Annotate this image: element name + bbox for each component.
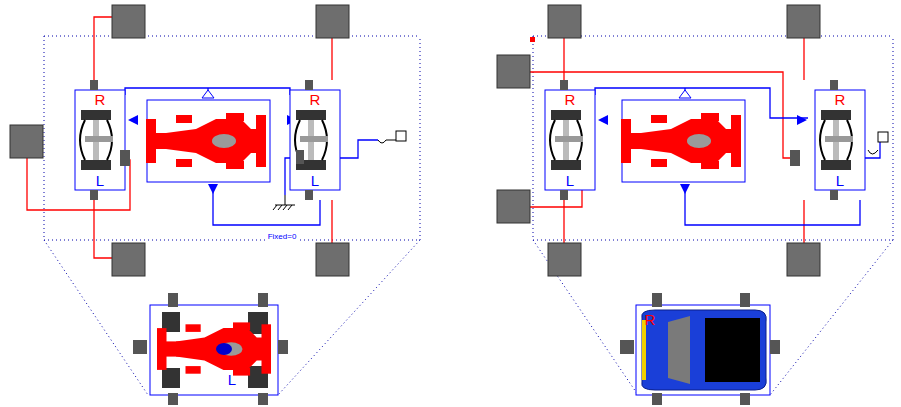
side-label: L [96,173,104,189]
side-label: R [835,92,846,108]
side-label: L [836,173,844,189]
axle-box: RL [545,90,595,190]
vehicle-icon: L [150,305,278,395]
side-label: R [565,92,576,108]
axle-box: RL [290,90,340,190]
vehicle-icon: R [636,305,770,395]
side-label: L [311,173,319,189]
side-label: R [95,92,106,108]
side-label: L [228,372,236,388]
side-label: R [310,92,321,108]
side-label: L [566,173,574,189]
side-label: R [645,312,656,328]
axle-box: RL [815,90,865,190]
axle-box: RL [75,90,125,190]
parameter-label: Fixed=0 [267,232,298,241]
ground-symbol [273,195,295,210]
